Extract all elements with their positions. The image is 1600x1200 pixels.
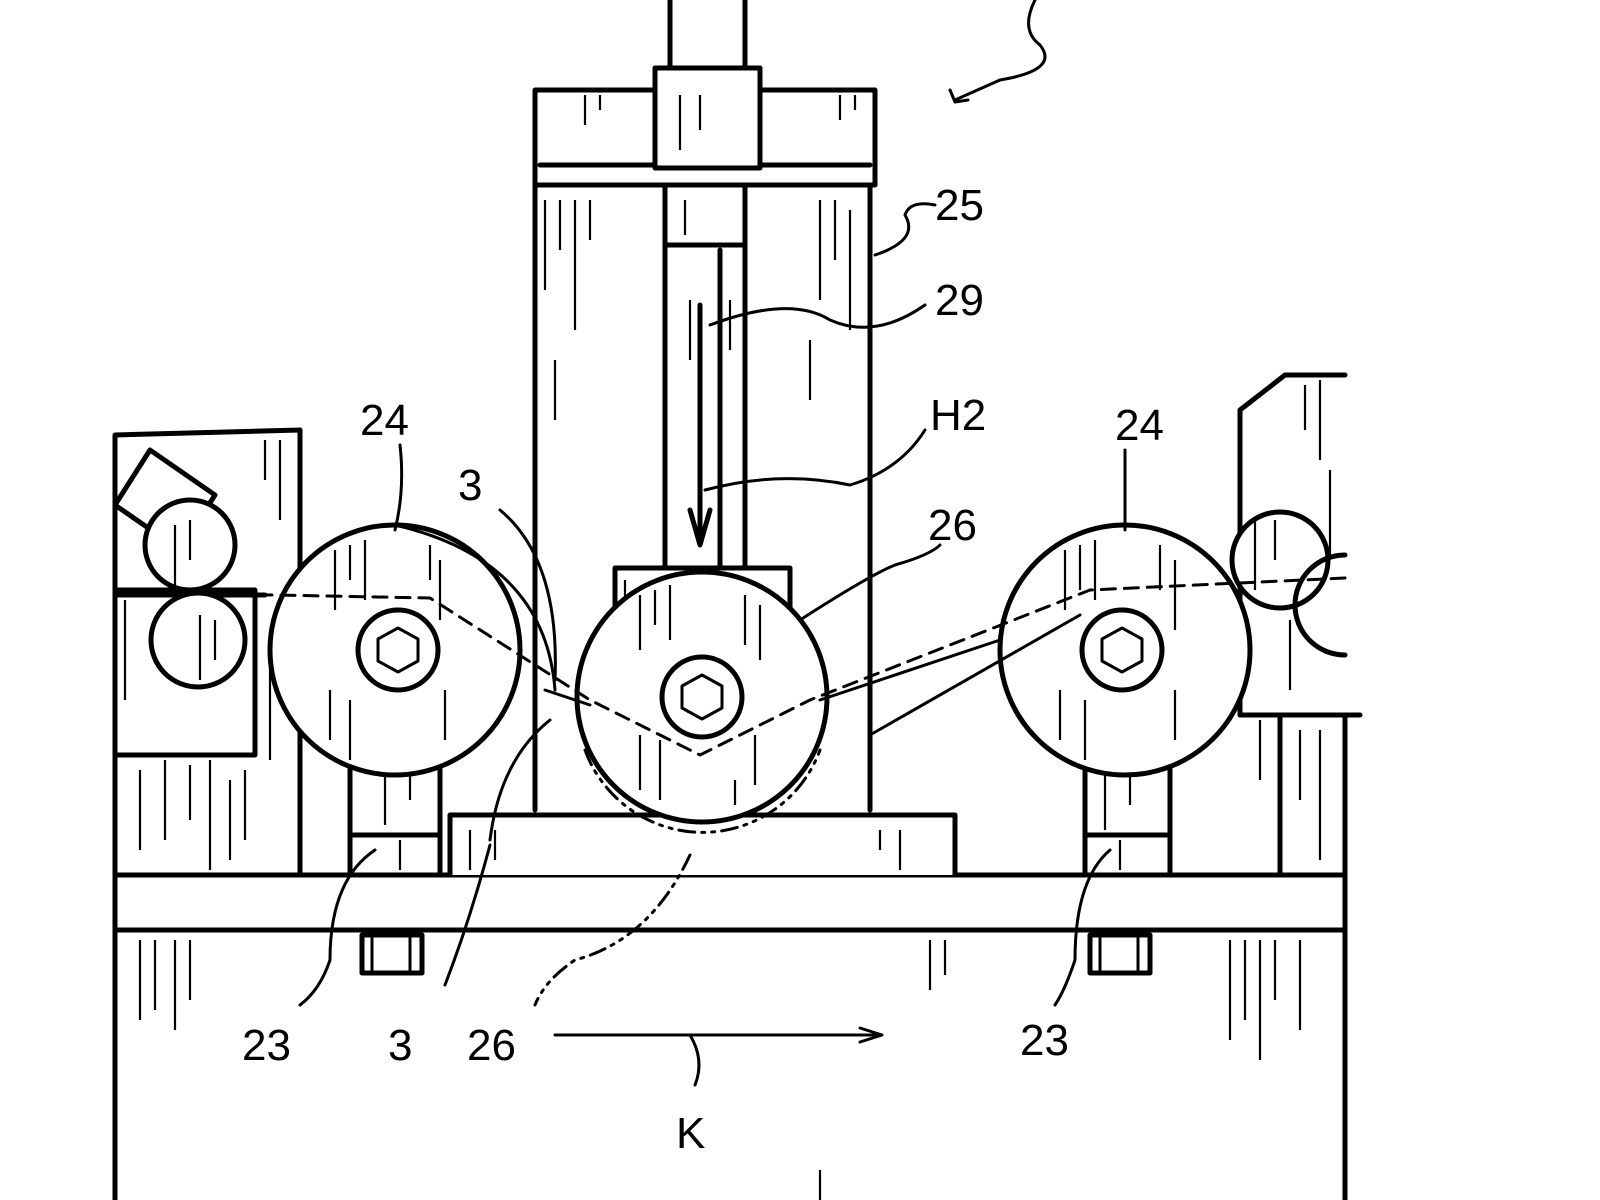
- reference-labels: 25 29 H2 24 24 3 26 23 3 26 23 K: [242, 181, 1164, 1158]
- label-24-right: 24: [1115, 401, 1164, 450]
- label-29: 29: [935, 276, 984, 325]
- label-25: 25: [935, 181, 984, 230]
- left-roller-24: [267, 522, 523, 778]
- machine-frame: [112, 872, 1348, 1200]
- leader-lines: [298, 0, 1127, 1087]
- label-26-top: 26: [928, 501, 977, 550]
- label-26-bottom: 26: [467, 1021, 516, 1070]
- label-3-bottom: 3: [388, 1021, 412, 1070]
- label-23-right: 23: [1020, 1016, 1069, 1065]
- right-support-23: [1082, 762, 1173, 976]
- left-support-23: [347, 762, 443, 976]
- label-3-top: 3: [458, 461, 482, 510]
- label-23-left: 23: [242, 1021, 291, 1070]
- label-24-left: 24: [360, 396, 409, 445]
- label-h2: H2: [930, 391, 986, 440]
- wire-paths: [118, 523, 1347, 842]
- center-roller-26: [574, 569, 830, 834]
- right-roller-24: [997, 522, 1253, 778]
- right-housing: [1229, 372, 1363, 878]
- label-k: K: [676, 1109, 705, 1158]
